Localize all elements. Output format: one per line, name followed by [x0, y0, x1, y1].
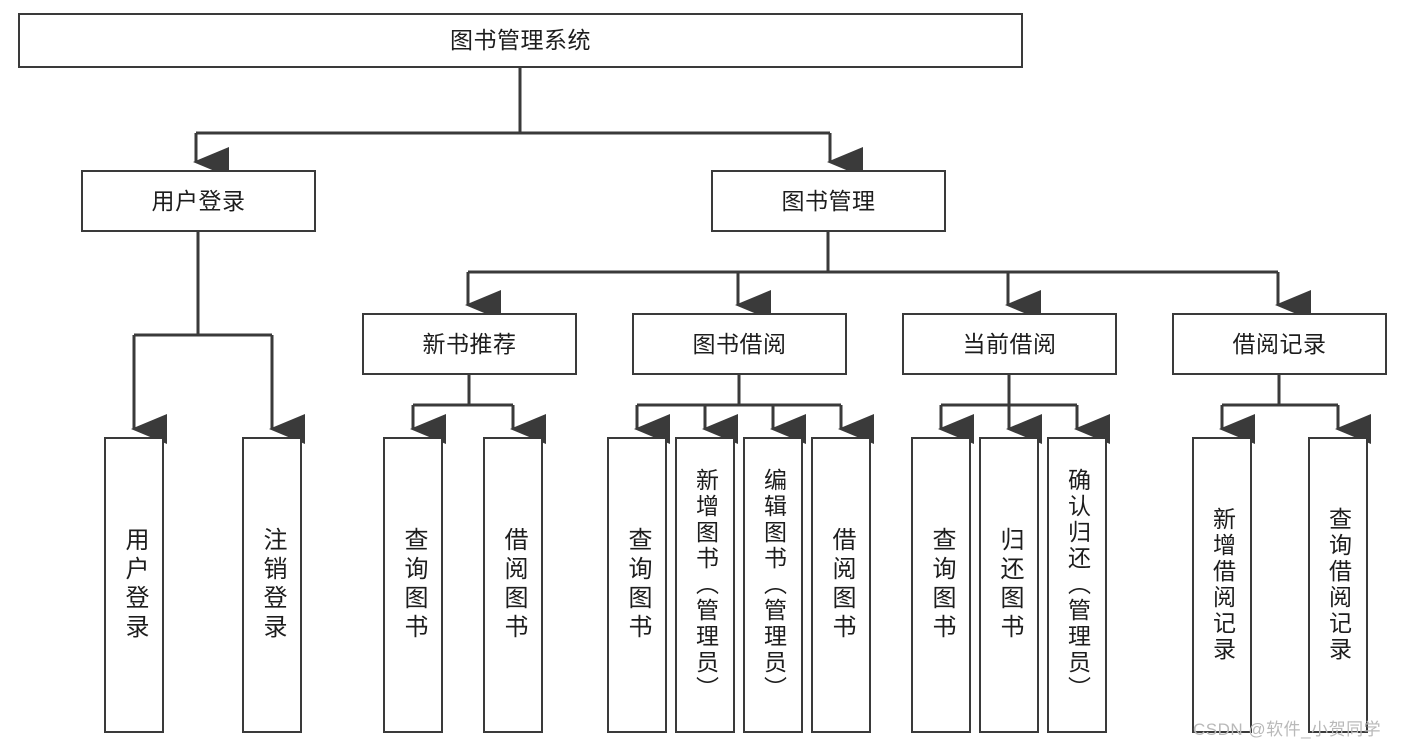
node-leaf-return-book-label: 归还图书	[996, 527, 1023, 643]
node-leaf-query-record-label: 查询借阅记录	[1325, 507, 1352, 663]
node-leaf-query-book-3[interactable]: 查询图书	[911, 437, 971, 733]
node-root[interactable]: 图书管理系统	[18, 13, 1023, 68]
node-leaf-query-book-1[interactable]: 查询图书	[383, 437, 443, 733]
node-borrow-record[interactable]: 借阅记录	[1172, 313, 1387, 375]
node-leaf-query-book-2[interactable]: 查询图书	[607, 437, 667, 733]
node-leaf-edit-book-label: 编辑图书（管理员）	[760, 468, 787, 702]
node-user-login[interactable]: 用户登录	[81, 170, 316, 232]
node-leaf-query-book-1-label: 查询图书	[400, 527, 427, 643]
node-new-book-recommend-label: 新书推荐	[422, 330, 517, 357]
node-leaf-return-book[interactable]: 归还图书	[979, 437, 1039, 733]
node-leaf-add-book[interactable]: 新增图书（管理员）	[675, 437, 735, 733]
node-leaf-edit-book[interactable]: 编辑图书（管理员）	[743, 437, 803, 733]
node-leaf-confirm-return-label: 确认归还（管理员）	[1064, 468, 1091, 702]
node-leaf-borrow-book-2-label: 借阅图书	[828, 527, 855, 643]
node-leaf-borrow-book-1[interactable]: 借阅图书	[483, 437, 543, 733]
node-current-borrow-label: 当前借阅	[962, 330, 1057, 357]
node-leaf-user-login-label: 用户登录	[121, 527, 148, 643]
node-leaf-query-book-3-label: 查询图书	[928, 527, 955, 643]
node-leaf-logout-login-label: 注销登录	[259, 527, 286, 643]
node-borrow-record-label: 借阅记录	[1232, 330, 1327, 357]
node-book-borrow-label: 图书借阅	[692, 330, 787, 357]
node-leaf-user-login[interactable]: 用户登录	[104, 437, 164, 733]
node-leaf-add-record-label: 新增借阅记录	[1209, 507, 1236, 663]
node-current-borrow[interactable]: 当前借阅	[902, 313, 1117, 375]
node-leaf-logout-login[interactable]: 注销登录	[242, 437, 302, 733]
node-book-borrow[interactable]: 图书借阅	[632, 313, 847, 375]
node-leaf-confirm-return[interactable]: 确认归还（管理员）	[1047, 437, 1107, 733]
node-leaf-add-book-label: 新增图书（管理员）	[692, 468, 719, 702]
node-leaf-borrow-book-1-label: 借阅图书	[500, 527, 527, 643]
node-leaf-borrow-book-2[interactable]: 借阅图书	[811, 437, 871, 733]
node-root-label: 图书管理系统	[450, 27, 591, 54]
node-user-login-label: 用户登录	[151, 187, 246, 214]
node-leaf-add-record[interactable]: 新增借阅记录	[1192, 437, 1252, 733]
node-leaf-query-book-2-label: 查询图书	[624, 527, 651, 643]
node-new-book-recommend[interactable]: 新书推荐	[362, 313, 577, 375]
node-leaf-query-record[interactable]: 查询借阅记录	[1308, 437, 1368, 733]
node-book-manage-label: 图书管理	[781, 187, 876, 214]
node-book-manage[interactable]: 图书管理	[711, 170, 946, 232]
